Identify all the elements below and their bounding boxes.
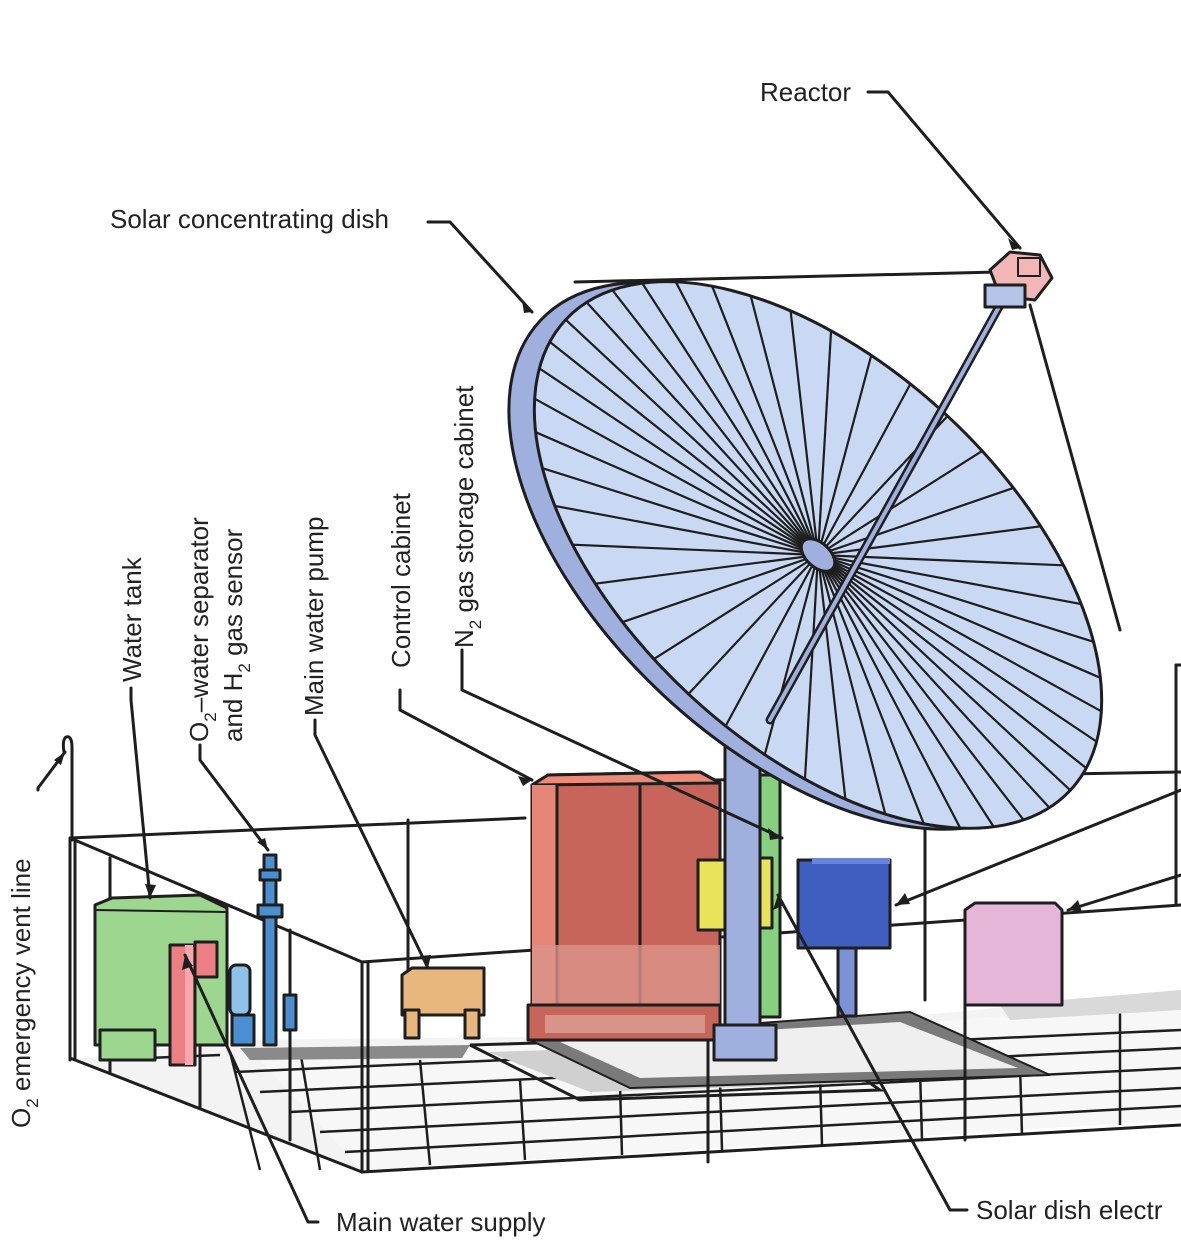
reactor-support-arms <box>573 270 1122 725</box>
dish-ribs <box>534 281 1102 829</box>
dish-rib <box>595 553 819 585</box>
dish-rib <box>535 431 819 557</box>
dish-rib <box>687 554 819 695</box>
dish-rib <box>816 554 847 800</box>
label-solar-dish-electronics: Solar dish electr <box>976 1195 1163 1225</box>
o2-vent-pipe <box>61 735 74 842</box>
label-main-water-pump: Main water pump <box>299 517 329 716</box>
floor-front-ledge <box>240 1045 470 1060</box>
label-main-water-supply: Main water supply <box>336 1207 546 1237</box>
dish-rib <box>817 554 1072 792</box>
dish-rib <box>549 341 819 556</box>
dish-rib <box>534 397 819 556</box>
label-solar-concentrating-dish: Solar concentrating dish <box>110 204 389 234</box>
label-n2-gas-storage-cabinet: N2 gas storage cabinet <box>449 385 485 648</box>
o2-water-separator <box>168 853 298 1067</box>
label-water-tank: Water tank <box>117 556 147 682</box>
dish-rib <box>674 281 819 556</box>
dish-rib <box>817 554 995 828</box>
dish-rib <box>622 553 819 624</box>
dish-rib <box>611 289 819 556</box>
dish-rib <box>816 330 833 556</box>
dish-rib <box>554 504 819 557</box>
dish-rib <box>817 553 1101 679</box>
dish-rib <box>585 301 819 556</box>
dish-rib <box>817 554 1098 743</box>
dish-rib <box>817 553 1094 643</box>
label-reactor: Reactor <box>760 77 851 107</box>
dish-rib <box>817 383 912 556</box>
dish-rib <box>789 310 820 556</box>
label-o2-water-separator: O2–water separator <box>184 517 220 742</box>
dish-rib <box>816 554 887 815</box>
leader-arrowheads <box>54 238 1082 970</box>
dish-rib <box>817 486 1014 557</box>
dish-rib <box>749 295 820 556</box>
reactor <box>983 250 1054 309</box>
leader-lines <box>36 90 1181 1224</box>
dish-rib <box>724 554 819 727</box>
dish-support-mast <box>712 708 778 1062</box>
dish-rib <box>817 554 1087 769</box>
dish-rib <box>817 554 1025 821</box>
dish-rib <box>817 554 1102 713</box>
dish-rib <box>564 318 819 556</box>
dish-rib <box>816 355 873 556</box>
label-control-cabinet: Control cabinet <box>386 492 416 668</box>
label-o2-emergency-vent-line: O2 emergency vent line <box>6 858 42 1128</box>
dish-rib <box>803 554 820 780</box>
control-cabinet <box>526 770 722 1042</box>
dish-rib <box>538 367 819 556</box>
dish-rib <box>817 554 1051 809</box>
dish-rib <box>542 467 819 557</box>
floor-right-strip <box>1000 990 1181 1020</box>
dish-rib <box>653 554 819 660</box>
main-water-pump <box>400 966 486 1040</box>
dish-rib <box>572 543 819 557</box>
dish-rib <box>817 525 1041 557</box>
dish-rib <box>641 282 819 556</box>
solar-concentrating-dish <box>507 280 1104 831</box>
h2-gas-sensor-column <box>262 853 278 1047</box>
dish-rib <box>711 285 820 556</box>
dish-rib <box>817 554 962 829</box>
label-h2-gas-sensor: and H2 gas sensor <box>218 528 254 742</box>
dish-rib <box>817 450 983 556</box>
solar-dish-electronics-box <box>796 858 892 1018</box>
pink-cabinet <box>963 901 1064 1007</box>
